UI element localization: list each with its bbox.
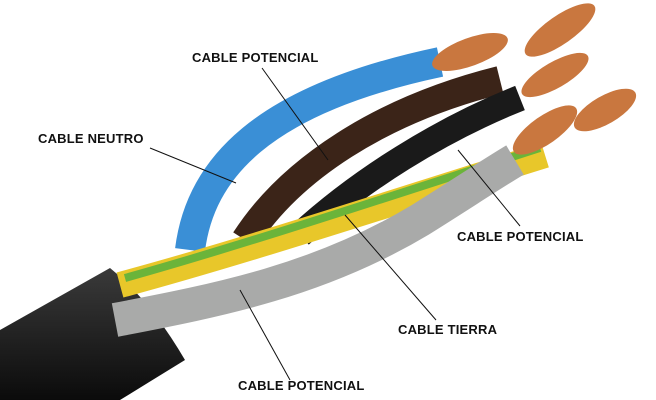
blue-neutral-wire bbox=[175, 47, 444, 253]
brown-wire bbox=[233, 66, 504, 248]
copper-strands bbox=[432, 3, 637, 155]
pointer-lines bbox=[149, 67, 521, 381]
gray-wire bbox=[111, 145, 524, 337]
label-right-cable-potencial: CABLE POTENCIAL bbox=[457, 229, 584, 244]
label-cable-neutro: CABLE NEUTRO bbox=[38, 131, 144, 146]
label-top-cable-potencial: CABLE POTENCIAL bbox=[192, 50, 319, 65]
label-cable-tierra: CABLE TIERRA bbox=[398, 322, 498, 337]
label-bottom-cable-potencial: CABLE POTENCIAL bbox=[238, 378, 365, 393]
